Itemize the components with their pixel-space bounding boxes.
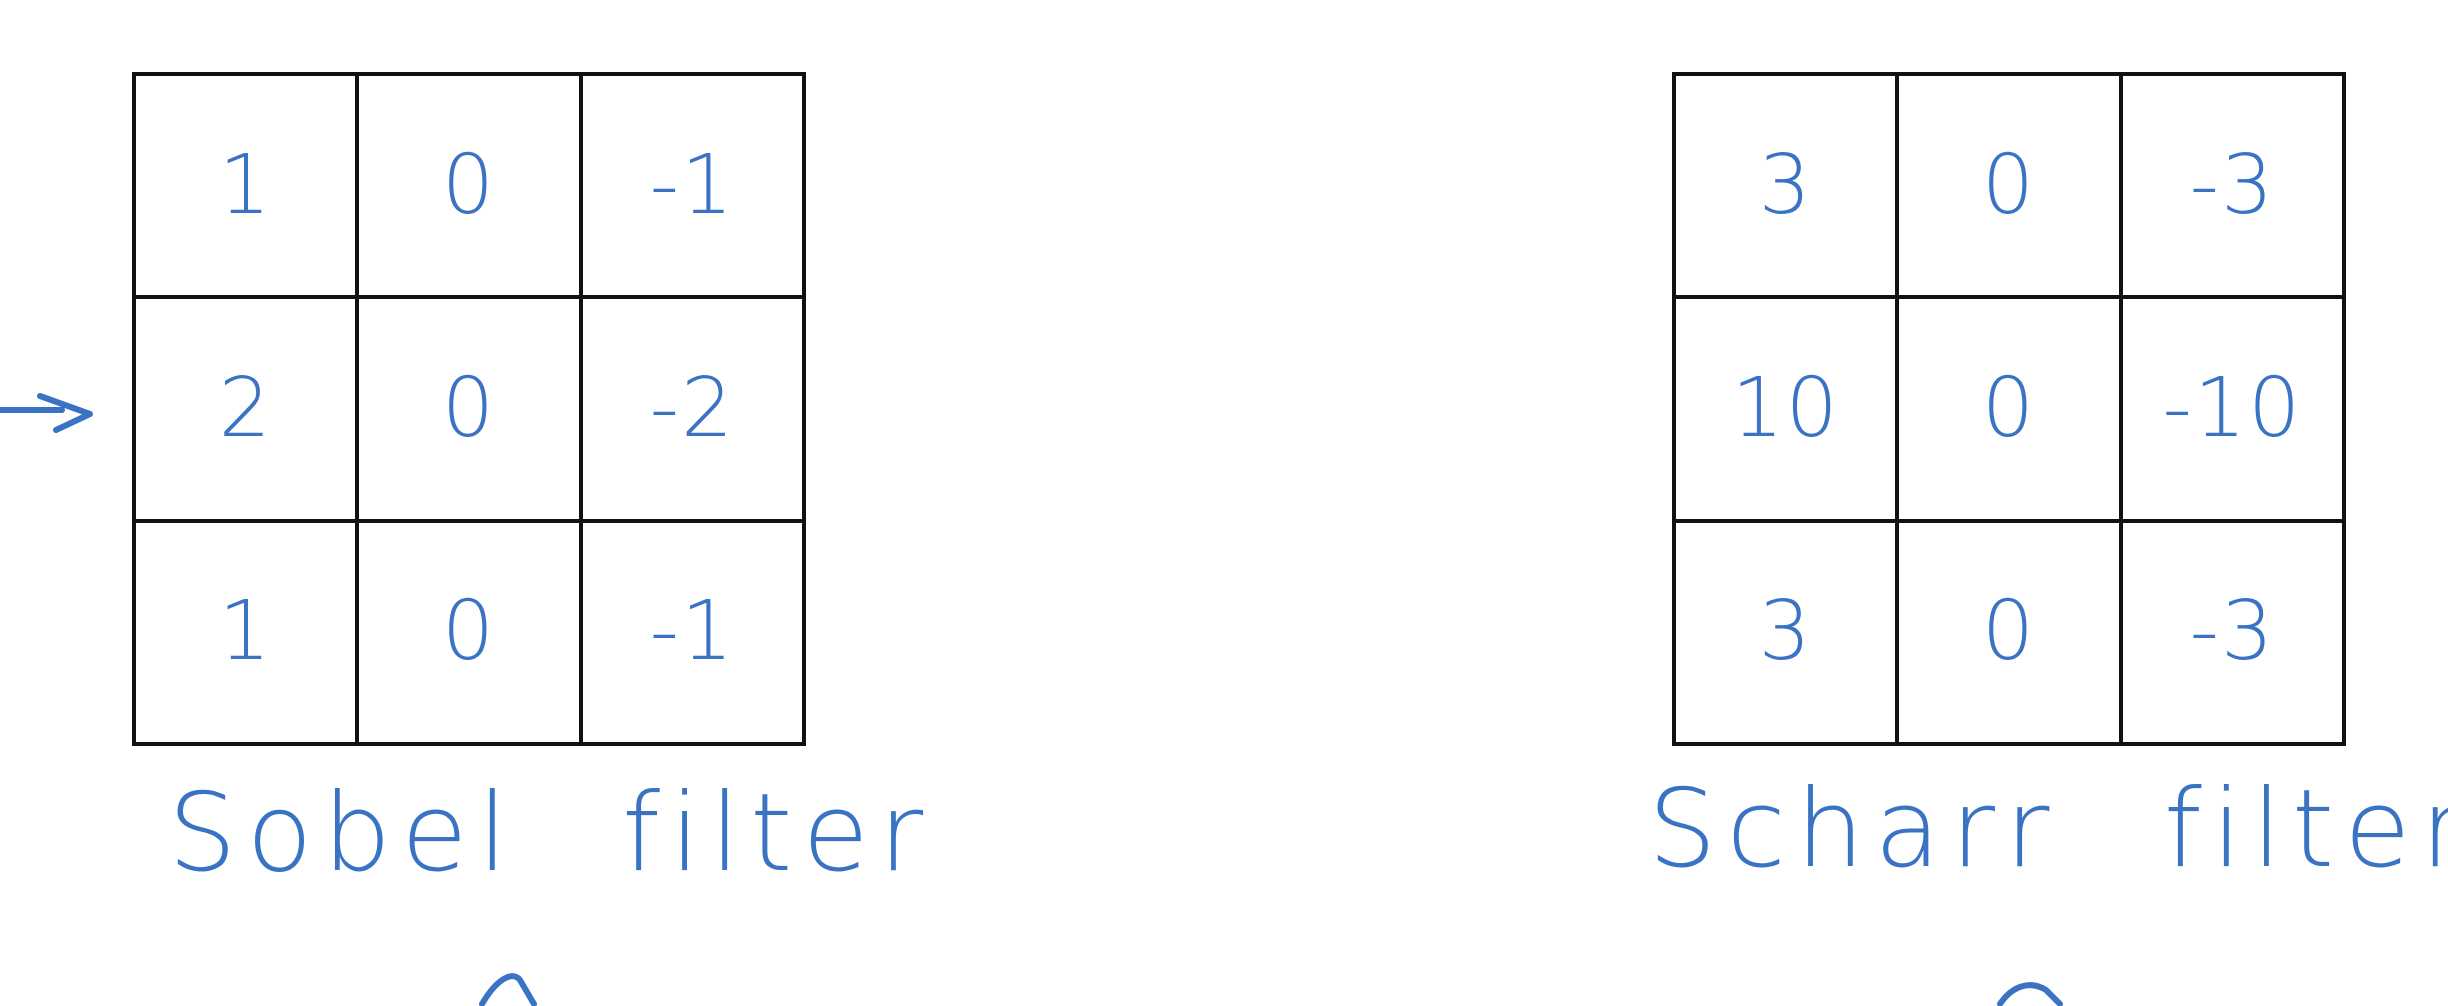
sobel-cell: 0 (359, 299, 583, 523)
sobel-cell: 0 (359, 522, 583, 746)
scharr-cell: -3 (2122, 76, 2346, 300)
partial-ink-stroke-left (479, 973, 537, 1006)
scharr-kernel-grid: 3 0 -3 10 0 -10 3 0 -3 (1672, 72, 2346, 746)
scharr-cell: -3 (2122, 522, 2346, 746)
sobel-cell: -1 (582, 76, 806, 300)
arrow-right-icon (0, 393, 93, 433)
scharr-cell: 0 (1899, 522, 2123, 746)
sobel-cell: 1 (136, 76, 360, 300)
sobel-cell: 0 (359, 76, 583, 300)
partial-ink-stroke-right (1997, 982, 2063, 1006)
sobel-caption: Sobel filter (168, 771, 934, 896)
scharr-cell: 0 (1899, 299, 2123, 523)
scharr-caption: Scharr filter (1648, 767, 2448, 892)
scharr-cell: -10 (2122, 299, 2346, 523)
sobel-cell: 2 (136, 299, 360, 523)
sobel-cell: -2 (582, 299, 806, 523)
scharr-cell: 3 (1676, 522, 1900, 746)
scharr-cell: 0 (1899, 76, 2123, 300)
sobel-cell: -1 (582, 522, 806, 746)
sobel-cell: 1 (136, 522, 360, 746)
sobel-kernel-grid: 1 0 -1 2 0 -2 1 0 -1 (132, 72, 806, 746)
scharr-cell: 3 (1676, 76, 1900, 300)
scharr-cell: 10 (1676, 299, 1900, 523)
